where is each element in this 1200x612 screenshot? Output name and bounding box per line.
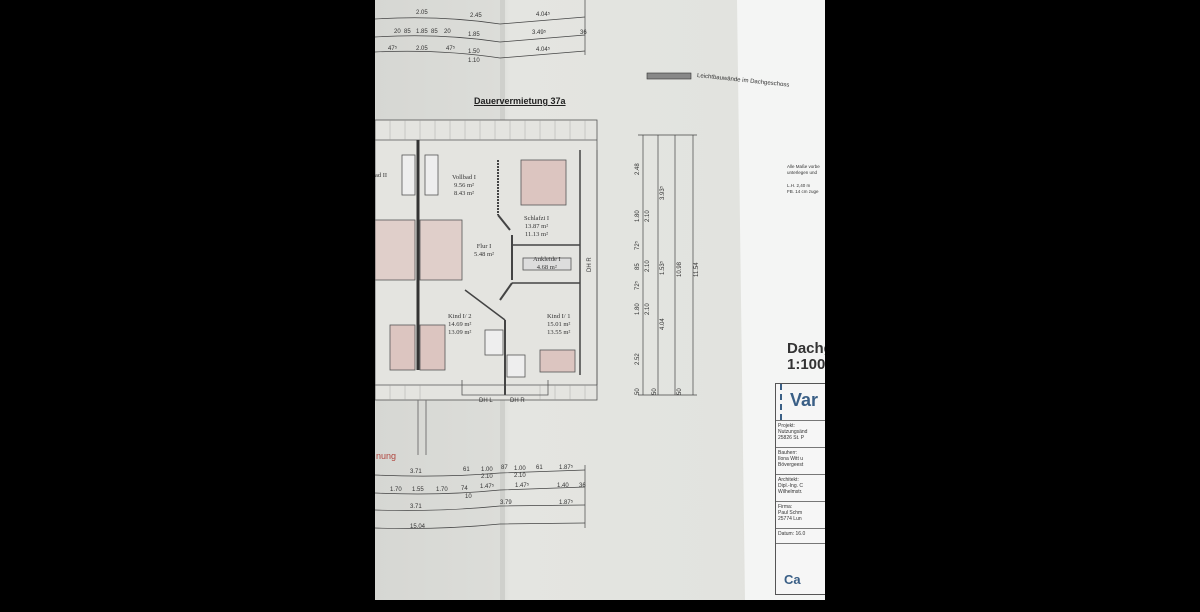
footer-logo: Ca [776, 543, 836, 612]
window-label: DH L [479, 398, 493, 404]
dim-label: 1.10 [468, 58, 480, 64]
drawing-title: Dachg [787, 340, 833, 357]
dim-label: 11.54 [694, 262, 700, 277]
dim-label: 4.04 [660, 318, 666, 330]
black-margin-right [825, 0, 1200, 600]
floor-plan-drawing [375, 0, 697, 600]
dim-label: 36 [579, 483, 586, 489]
dim-label: 2.10 [481, 474, 493, 480]
dim-label: 3.49⁵ [532, 30, 547, 36]
dim-label: 1.87⁵ [559, 465, 574, 471]
side-dimension-lines [638, 134, 697, 396]
dim-label: 1.00 [481, 467, 493, 473]
plan-walls [375, 119, 598, 455]
dim-label: 3.93⁵ [660, 185, 666, 200]
dim-label: 3.71 [410, 504, 422, 510]
dim-label: 1.87⁵ [559, 500, 574, 506]
note-text: FB. 14 cm zuge [787, 189, 819, 194]
dim-label: 50 [635, 388, 641, 395]
note-text: L.H. 2,40 m [787, 183, 811, 188]
dim-label: 85 [635, 263, 641, 270]
dim-label: 1.80 [635, 210, 641, 222]
dim-label: 10.98 [677, 261, 683, 277]
legend-hatch-swatch [646, 72, 692, 80]
floor-plan-paper [375, 0, 825, 600]
dim-label: 1.50 [468, 49, 480, 55]
dim-label: 20 [444, 29, 451, 35]
dim-label: 20 [394, 29, 401, 35]
dim-label: 1.53⁵ [660, 260, 666, 275]
dim-label: 1.40 [557, 483, 569, 489]
dim-label: 3.79 [500, 500, 512, 506]
dim-label: 4.04⁵ [536, 12, 551, 18]
dim-label: 47⁵ [388, 46, 398, 52]
dim-label: 1.80 [635, 303, 641, 315]
dim-label: 1.00 [514, 466, 526, 472]
dim-label: 4.04⁵ [536, 47, 551, 53]
top-dimension-lines [375, 0, 586, 59]
dim-label: 72⁵ [635, 240, 641, 250]
dim-label: 1.85 [416, 29, 428, 35]
room-bad-2-partial: ad II [375, 172, 388, 179]
dim-label: 47⁵ [446, 46, 456, 52]
dim-label: 2.48 [635, 163, 641, 175]
dim-label: 85 [431, 29, 438, 35]
note-text: unterlegen und [787, 170, 818, 175]
dim-label: 2.10 [645, 303, 651, 315]
dim-label: 2.05 [416, 10, 428, 16]
dim-label: 50 [652, 388, 658, 395]
dim-label: 61 [536, 465, 543, 471]
dim-label: 87 [501, 465, 508, 471]
dim-label: 2.10 [645, 210, 651, 222]
dim-label: 2.52 [635, 353, 641, 365]
note-text: Alle Maße vorbe [787, 164, 820, 169]
dim-label: 15.04 [410, 524, 426, 530]
dim-label: 85 [404, 29, 411, 35]
dim-label: 10 [465, 494, 472, 500]
dim-label: 1.70 [390, 487, 402, 493]
dim-label: 50 [677, 388, 683, 395]
dim-label: 2.05 [416, 46, 428, 52]
dim-label: 74 [461, 486, 468, 492]
red-label: nung [376, 451, 397, 461]
bottom-dimension-lines [375, 465, 586, 529]
dim-label: 1.47⁵ [515, 483, 530, 489]
dim-label: 1.85 [468, 32, 480, 38]
dim-label: 1.55 [412, 487, 424, 493]
dim-label: 2.45 [470, 13, 482, 19]
dim-label: 36 [580, 30, 587, 36]
dim-label: 3.71 [410, 469, 422, 475]
dim-label: 2.10 [645, 260, 651, 272]
plan-title: Dauervermietung 37a [474, 96, 566, 106]
window-label: DH R [587, 257, 593, 272]
dim-label: 1.47⁵ [480, 484, 495, 490]
company-logo: Var [780, 384, 836, 420]
date-info: Datum: 16.0 [776, 528, 836, 543]
dim-label: 1.70 [436, 487, 448, 493]
window-label: DH R [510, 398, 525, 404]
drawing-scale: 1:100 [787, 356, 826, 373]
dim-label: 2.10 [514, 473, 526, 479]
dim-label: 61 [463, 467, 470, 473]
dim-label: 72⁵ [635, 280, 641, 290]
